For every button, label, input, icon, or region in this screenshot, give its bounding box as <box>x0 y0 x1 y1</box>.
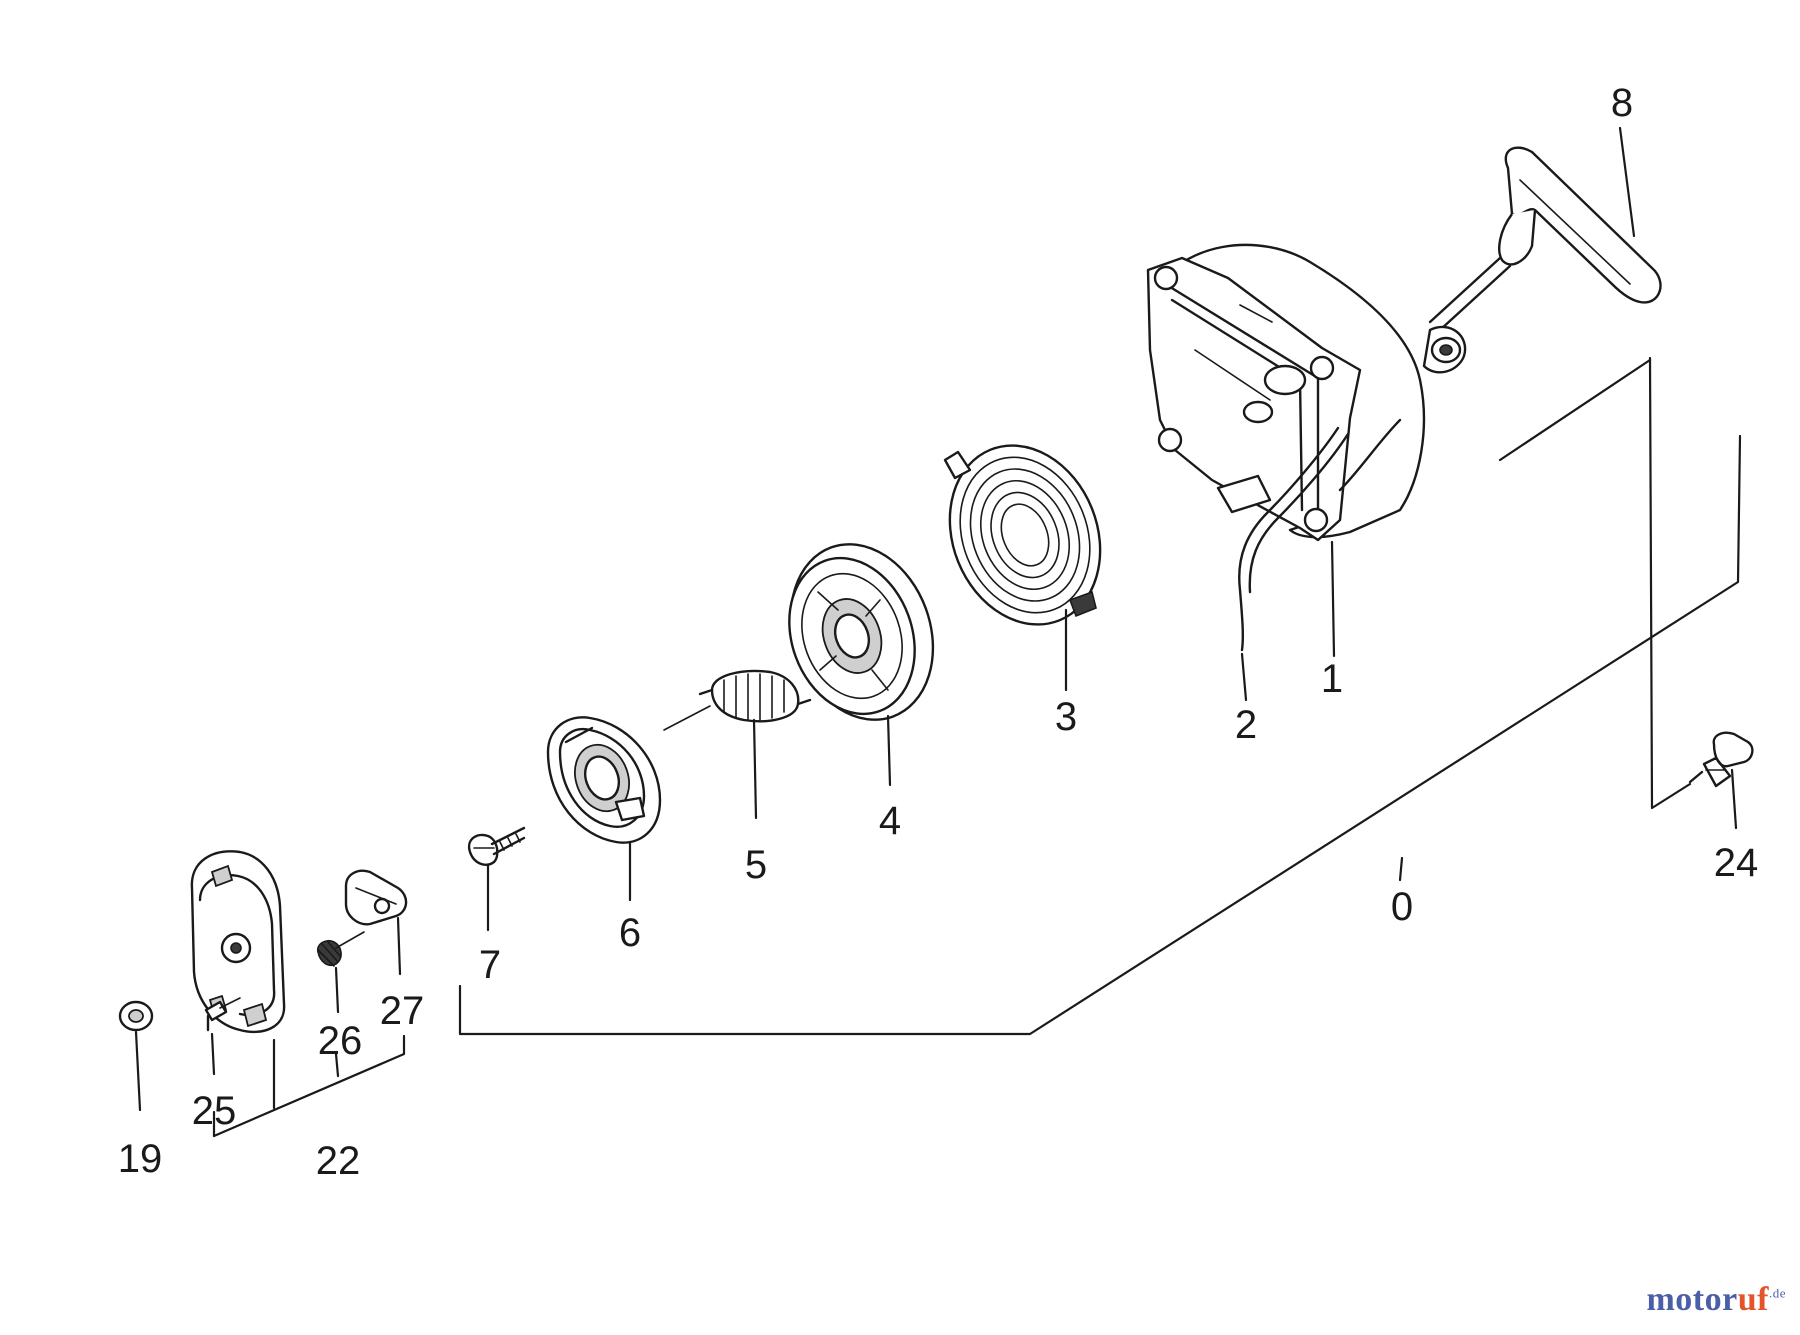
part-1-starter-housing <box>1146 243 1467 542</box>
callout-labels: 8 1 2 3 4 5 6 7 0 24 27 26 25 19 22 <box>118 81 1759 1183</box>
callout-26: 26 <box>318 1019 363 1063</box>
part-5-ratchet-coil <box>663 669 812 731</box>
part-8-starter-handle <box>1428 146 1662 332</box>
callout-6: 6 <box>619 911 641 955</box>
part-2-starter-rope <box>1238 426 1350 652</box>
watermark-logo: motoruf.de <box>1646 1281 1786 1319</box>
callout-3: 3 <box>1055 695 1077 739</box>
callout-7: 7 <box>479 943 501 987</box>
callout-1: 1 <box>1321 657 1343 701</box>
watermark-suffix: .de <box>1768 1285 1786 1301</box>
part-4-rope-reel <box>788 543 935 721</box>
part-6-ratchet-pulley <box>546 716 662 844</box>
leader-lines <box>134 126 1742 1138</box>
part-27-pawl <box>344 869 408 926</box>
callout-5: 5 <box>745 843 767 887</box>
part-7-screw <box>467 826 526 866</box>
part-24-bolt <box>1688 731 1754 788</box>
callout-4: 4 <box>879 799 901 843</box>
part-26-spring <box>316 931 365 967</box>
callout-2: 2 <box>1235 703 1257 747</box>
watermark-part-a: motor <box>1646 1281 1738 1318</box>
callout-8: 8 <box>1611 81 1633 125</box>
callout-24: 24 <box>1714 841 1759 885</box>
callout-25: 25 <box>192 1089 237 1133</box>
callout-22: 22 <box>316 1139 361 1183</box>
part-25-small-screw <box>204 997 241 1032</box>
callout-27: 27 <box>380 989 425 1033</box>
callout-0: 0 <box>1391 885 1413 929</box>
watermark-part-b: uf <box>1737 1281 1769 1318</box>
part-22-cap-assembly <box>190 850 286 1034</box>
part-19-washer <box>118 1000 154 1032</box>
callout-19: 19 <box>118 1137 163 1181</box>
part-3-recoil-spring <box>943 444 1102 626</box>
